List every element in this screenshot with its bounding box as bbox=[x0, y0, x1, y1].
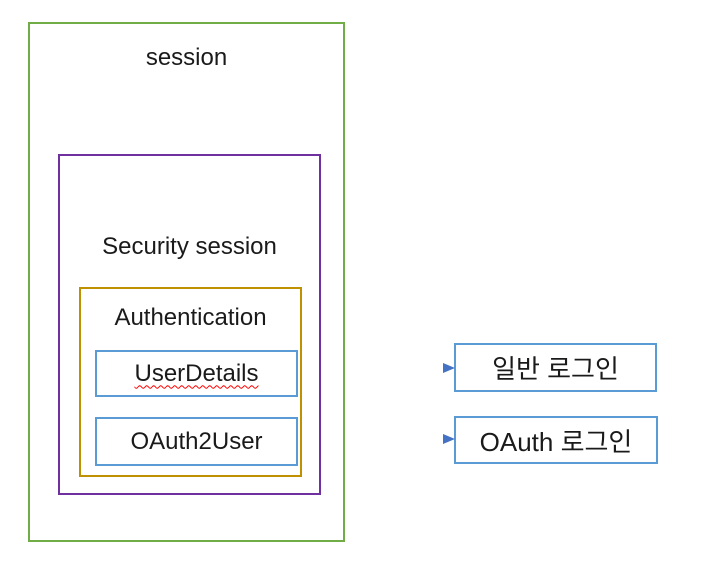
session-box: session Security session Authentication … bbox=[28, 22, 345, 542]
security-session-box: Security session Authentication UserDeta… bbox=[58, 154, 321, 495]
user-details-box: UserDetails bbox=[95, 350, 298, 397]
general-login-label: 일반 로그인 bbox=[492, 354, 619, 384]
arrowhead-icon bbox=[443, 363, 455, 373]
oauth2-user-box: OAuth2User bbox=[95, 417, 298, 466]
user-details-label: UserDetails bbox=[134, 359, 259, 387]
authentication-label: Authentication bbox=[114, 304, 267, 331]
oauth-login-label: OAuth 로그인 bbox=[479, 426, 633, 457]
authentication-box: Authentication UserDetails OAuth2User bbox=[79, 287, 302, 477]
oauth-login-box: OAuth 로그인 bbox=[454, 416, 658, 464]
arrow-oauth2user-to-oauth-login bbox=[292, 434, 455, 444]
arrow-userdetails-to-general-login bbox=[292, 363, 455, 373]
security-session-label: Security session bbox=[102, 233, 277, 260]
session-label: session bbox=[145, 44, 228, 71]
general-login-box: 일반 로그인 bbox=[454, 343, 657, 392]
oauth2-user-label: OAuth2User bbox=[130, 427, 263, 455]
arrowhead-icon bbox=[443, 434, 455, 444]
